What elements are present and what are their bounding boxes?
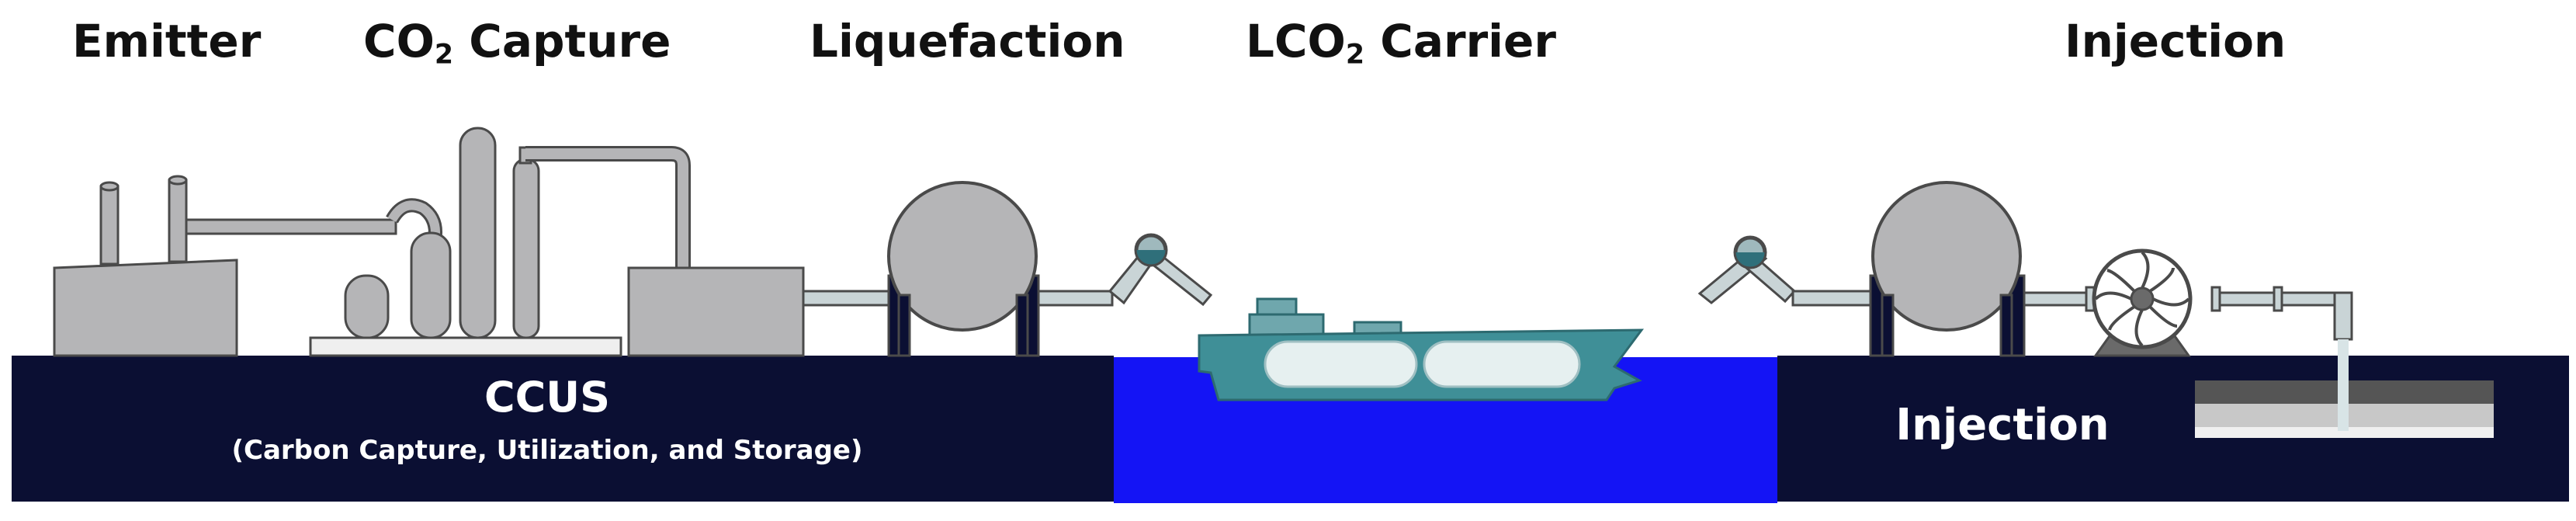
injection-tank-leg-left-front	[1881, 293, 1895, 357]
stage-label-lco2-carrier: LCO2 Carrier	[1246, 16, 1556, 68]
liquefaction-tank	[887, 181, 1038, 332]
capture-suffix: Capture	[453, 15, 671, 68]
pump-impeller	[2130, 287, 2155, 311]
absorber-medium	[410, 231, 452, 339]
loading-arm-icon	[1108, 233, 1213, 307]
carrier-suffix: Carrier	[1364, 15, 1556, 68]
ship-bridge	[1248, 313, 1325, 338]
overhead-line-inner	[525, 148, 688, 268]
emitter-building	[53, 259, 238, 357]
liquefaction-tank-leg-left-front	[897, 293, 911, 357]
lco2-prefix: LCO	[1246, 15, 1346, 68]
overhead-line	[525, 146, 691, 268]
liquefaction-tank-leg-right-front	[1015, 293, 1029, 357]
stage-label-liquefaction: Liquefaction	[810, 16, 1125, 68]
pump-out-flange	[2273, 286, 2283, 312]
stripper-tall	[459, 127, 497, 339]
injection-band-title: Injection	[1895, 400, 2110, 450]
liquefaction-label-text: Liquefaction	[810, 15, 1125, 68]
stripper-column	[512, 158, 540, 339]
ship-tank-1	[1264, 340, 1418, 388]
co2-prefix: CO	[363, 15, 435, 68]
pump-icon	[2085, 248, 2353, 357]
reservoir-layer-bottom	[2195, 427, 2494, 438]
loading-arm-icon-right	[1697, 235, 1872, 307]
lco2-subscript: 2	[1345, 39, 1365, 71]
emitter-plant	[53, 175, 397, 357]
emitter-label-text: Emitter	[72, 15, 262, 68]
injection-label-text: Injection	[2065, 15, 2287, 68]
emitter-stack-2-top	[168, 175, 188, 186]
stage-label-emitter: Emitter	[72, 16, 261, 68]
absorber-small	[344, 274, 390, 339]
ccus-subtitle: (Carbon Capture, Utilization, and Storag…	[231, 435, 863, 466]
stage-label-co2-capture: CO2 Capture	[363, 16, 671, 68]
reservoir-layers	[2195, 339, 2494, 438]
ccus-title: CCUS	[484, 373, 610, 422]
ship-tank-2	[1423, 340, 1581, 388]
emitter-stack-2	[168, 179, 188, 263]
stage-label-injection: Injection	[2065, 16, 2286, 68]
injection-well	[2338, 339, 2349, 431]
liquefaction-unit	[802, 181, 1114, 357]
loading-arm-right-swivel-arc	[1735, 237, 1766, 253]
unloading-pipe	[1791, 290, 1872, 307]
tank-to-pump-pipe	[2023, 291, 2088, 307]
liquefaction-out-pipe	[1037, 290, 1114, 307]
capture-plant	[309, 127, 805, 357]
lco2-ship-icon	[1198, 297, 1645, 401]
spherical-tank-icon	[1869, 181, 2088, 357]
pump-blades	[2094, 251, 2190, 347]
capture-base-slab	[309, 336, 622, 357]
compressor-building	[627, 266, 805, 357]
flue-duct	[185, 218, 397, 235]
liquefaction-pipe	[802, 290, 890, 307]
injection-tank-leg-right-front	[1999, 293, 2013, 357]
co2-subscript: 2	[434, 39, 454, 71]
loading-arm-left-swivel-arc	[1135, 234, 1167, 251]
injection-tank	[1871, 181, 2022, 332]
wellhead	[2333, 291, 2353, 341]
emitter-stack-1	[99, 185, 120, 266]
land-left	[12, 356, 1114, 502]
emitter-stack-1-top	[99, 181, 120, 192]
